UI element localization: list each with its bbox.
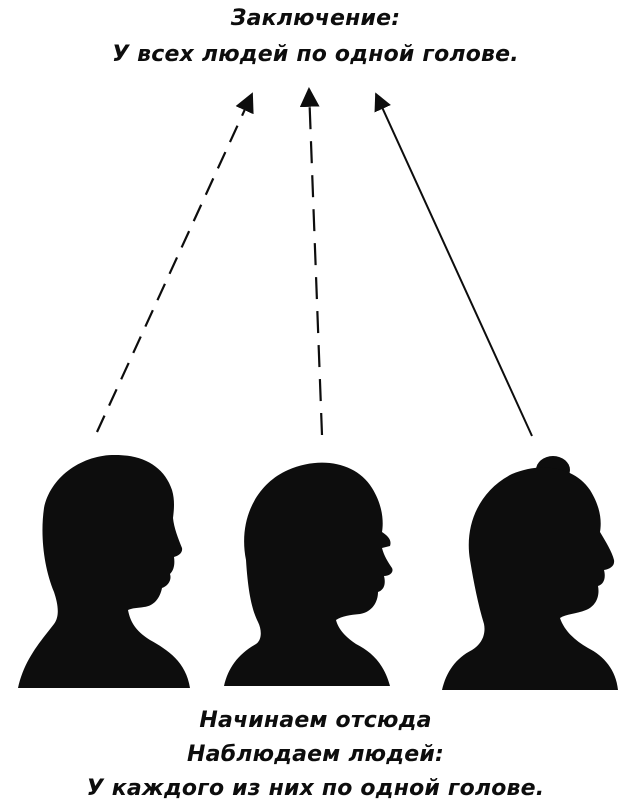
- arrow-left: [97, 94, 252, 432]
- conclusion-text: У всех людей по одной голове.: [0, 42, 631, 67]
- woman-silhouette: [224, 463, 393, 686]
- conclusion-title: Заключение:: [0, 6, 631, 31]
- man-silhouette: [18, 455, 190, 688]
- start-text: У каждого из них по одной голове.: [0, 776, 631, 801]
- start-title: Начинаем отсюда: [0, 708, 631, 733]
- arrow-middle: [309, 89, 322, 435]
- arrow-right: [376, 94, 532, 436]
- elderly-woman-silhouette: [442, 456, 618, 690]
- start-observe: Наблюдаем людей:: [0, 742, 631, 767]
